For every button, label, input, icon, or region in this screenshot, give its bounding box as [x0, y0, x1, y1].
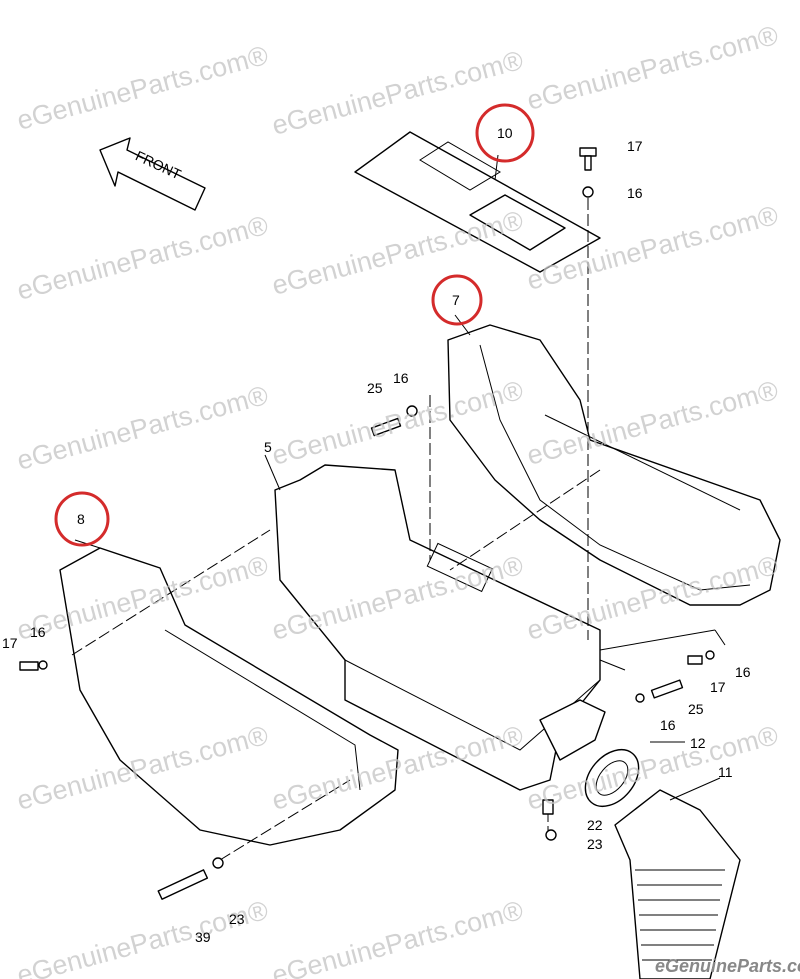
- fasteners[interactable]: [19, 147, 715, 900]
- part-5-console-body[interactable]: [274, 464, 606, 791]
- front-arrow: FRONT: [99, 137, 206, 211]
- svg-text:eGenuineParts.com®: eGenuineParts.com®: [524, 20, 782, 116]
- callout-17[interactable]: 17: [710, 679, 726, 695]
- highlight-circle-7: [431, 274, 483, 326]
- callout-12[interactable]: 12: [690, 735, 706, 751]
- svg-text:eGenuineParts.com®: eGenuineParts.com®: [14, 40, 272, 136]
- callout-22[interactable]: 22: [587, 817, 603, 833]
- site-logo: eGenuineParts.com: [655, 956, 800, 976]
- svg-text:eGenuineParts.com®: eGenuineParts.com®: [14, 210, 272, 306]
- callout-16[interactable]: 16: [735, 664, 751, 680]
- part-7-side-panel[interactable]: [447, 324, 781, 606]
- svg-text:eGenuineParts.com®: eGenuineParts.com®: [14, 380, 272, 476]
- callout-25[interactable]: 25: [367, 380, 383, 396]
- callout-23[interactable]: 23: [587, 836, 603, 852]
- svg-text:eGenuineParts.com®: eGenuineParts.com®: [269, 895, 527, 979]
- part-12-fitting[interactable]: [575, 739, 650, 816]
- svg-text:eGenuineParts.com®: eGenuineParts.com®: [269, 45, 527, 141]
- callout-25[interactable]: 25: [688, 701, 704, 717]
- callout-23[interactable]: 23: [229, 911, 245, 927]
- callout-17[interactable]: 17: [627, 138, 643, 154]
- highlight-circle-10: [475, 103, 535, 163]
- callout-leaders: [74, 154, 726, 801]
- callout-11[interactable]: 11: [718, 764, 733, 780]
- callout-labels: 10 17 16 7 25 16 5 8 17 16 16 17 25 16 1…: [2, 125, 751, 945]
- callout-5[interactable]: 5: [264, 439, 272, 455]
- callout-16[interactable]: 16: [660, 717, 676, 733]
- callout-7[interactable]: 7: [452, 292, 460, 308]
- svg-text:eGenuineParts.com®: eGenuineParts.com®: [14, 895, 272, 979]
- callout-8[interactable]: 8: [77, 511, 85, 527]
- svg-text:eGenuineParts.com®: eGenuineParts.com®: [269, 205, 527, 301]
- callout-16[interactable]: 16: [627, 185, 643, 201]
- part-8-side-panel[interactable]: [59, 547, 399, 846]
- callout-17[interactable]: 17: [2, 635, 18, 651]
- callout-10[interactable]: 10: [497, 125, 513, 141]
- callout-16[interactable]: 16: [393, 370, 409, 386]
- part-10-cover-plate[interactable]: [354, 131, 601, 273]
- callout-16[interactable]: 16: [30, 624, 46, 640]
- highlight-circle-8: [54, 491, 110, 547]
- callout-39[interactable]: 39: [195, 929, 211, 945]
- part-11-hose[interactable]: [614, 789, 741, 979]
